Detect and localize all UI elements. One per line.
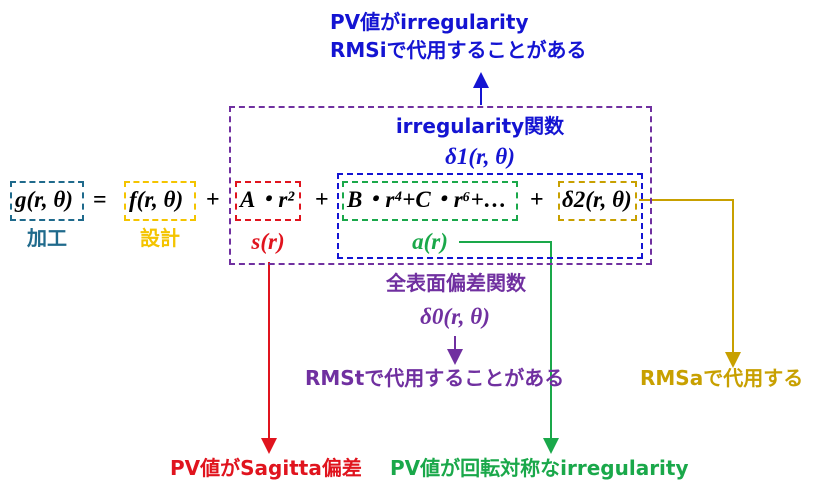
equals-sign: = xyxy=(93,187,107,213)
delta2-term: δ2(r, θ) xyxy=(562,187,632,212)
sagitta-note: PV値がSagitta偏差 xyxy=(170,456,362,480)
g-box xyxy=(10,181,84,221)
delta1-symbol: δ1(r, θ) xyxy=(445,144,515,169)
g-label: 加工 xyxy=(27,226,67,250)
plus-3: + xyxy=(530,187,544,213)
irregularity-title: irregularity関数 xyxy=(395,114,565,138)
plus-1: + xyxy=(206,187,220,213)
delta0-symbol: δ0(r, θ) xyxy=(420,304,490,329)
top-note-line1: PV値がirregularity xyxy=(330,10,529,34)
rmst-note: RMStで代用することがある xyxy=(305,366,565,390)
plus-2: + xyxy=(315,187,329,213)
g-term: g(r, θ) xyxy=(15,187,73,212)
a-box xyxy=(342,181,518,221)
s-box xyxy=(235,181,301,221)
a-term: B・r⁴+C・r⁶+… xyxy=(347,187,507,212)
s-term: A・r² xyxy=(240,187,295,212)
a-label: a(r) xyxy=(412,229,448,254)
total-deviation-box xyxy=(229,106,652,265)
s-label: s(r) xyxy=(251,229,285,254)
rmsa-note: RMSaで代用する xyxy=(640,366,804,390)
f-label: 設計 xyxy=(140,226,180,250)
rotational-note: PV値が回転対称なirregularity xyxy=(390,456,689,480)
delta2-box xyxy=(558,181,637,221)
total-title: 全表面偏差関数 xyxy=(386,271,526,295)
f-term: f(r, θ) xyxy=(129,187,184,212)
arrow-to-rmsa xyxy=(639,199,741,368)
top-note-line2: RMSiで代用することがある xyxy=(330,38,587,62)
arrow-to-rotational xyxy=(459,241,559,454)
f-box xyxy=(124,181,196,221)
irregularity-box xyxy=(337,173,643,259)
